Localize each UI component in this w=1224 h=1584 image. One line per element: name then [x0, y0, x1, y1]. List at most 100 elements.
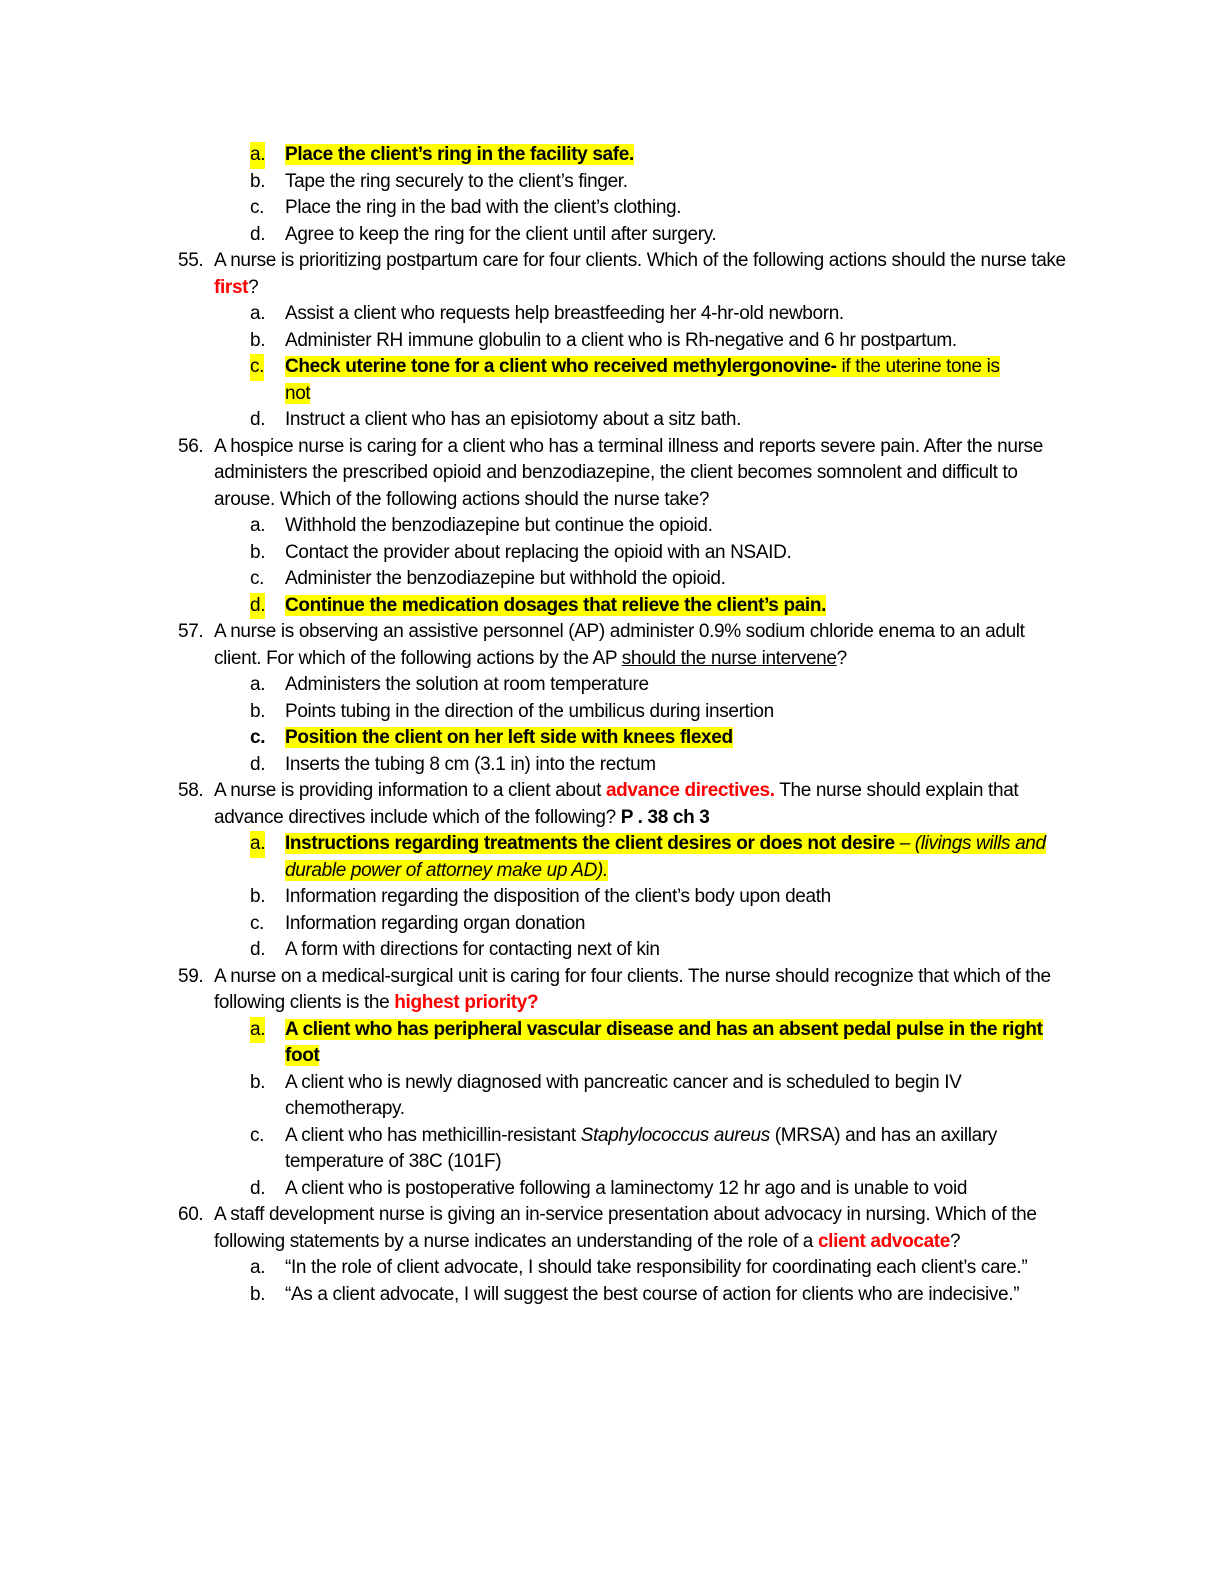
option-letter: a. [250, 674, 266, 695]
option-text: Points tubing in the direction of the um… [285, 700, 774, 722]
stem-emphasis: client advocate [817, 1230, 950, 1252]
q56-option-d: d. Continue the medication dosages that … [0, 592, 1224, 619]
q58-option-c: c. Information regarding organ donation [0, 911, 1224, 938]
question-stem-cont: The nurse should explain that advance di… [214, 780, 1019, 828]
option-letter: d. [250, 409, 266, 430]
document-content: a. Place the client’s ring in the facili… [0, 142, 1224, 1308]
question-56: 56. A hospice nurse is caring for a clie… [0, 434, 1224, 514]
q60-option-a: a. “In the role of client advocate, I sh… [0, 1255, 1224, 1282]
page-reference: P . 38 ch 3 [620, 806, 710, 828]
q57-option-b: b. Points tubing in the direction of the… [0, 699, 1224, 726]
q55-option-b: b. Administer RH immune globulin to a cl… [0, 328, 1224, 355]
option-text: Information regarding organ donation [285, 912, 586, 934]
option-text: Administer the benzodiazepine but withho… [285, 568, 726, 589]
option-text: Contact the provider about replacing the… [285, 541, 792, 563]
stem-emphasis: highest priority? [394, 992, 539, 1013]
option-letter: b. [250, 541, 266, 563]
q58-option-a: a. Instructions regarding treatments the… [0, 831, 1224, 884]
option-letter: d. [250, 753, 266, 775]
question-stem: A nurse is prioritizing postpartum care … [214, 250, 1066, 271]
option-letter: c. [250, 727, 266, 748]
option-text: Assist a client who requests help breast… [285, 303, 844, 324]
option-letter: d. [250, 223, 266, 245]
q55-option-a: a. Assist a client who requests help bre… [0, 301, 1224, 328]
option-letter: c. [250, 354, 264, 381]
option-text-correct: Continue the medication dosages that rel… [285, 594, 827, 616]
q56-option-a: a. Withhold the benzodiazepine but conti… [0, 513, 1224, 540]
option-text: A form with directions for contacting ne… [285, 939, 660, 960]
question-stem: A hospice nurse is caring for a client w… [214, 435, 1043, 510]
option-letter: a. [250, 831, 266, 858]
q56-option-b: b. Contact the provider about replacing … [0, 540, 1224, 567]
option-text-correct: Check uterine tone for a client who rece… [285, 356, 837, 377]
stem-underlined: should the nurse intervene [621, 647, 837, 669]
option-text: Agree to keep the ring for the client un… [285, 223, 717, 245]
option-letter: c. [250, 912, 265, 934]
option-letter: d. [250, 1177, 266, 1199]
option-letter: a. [250, 515, 266, 536]
option-text-correct: Place the client’s ring in the facility … [285, 144, 634, 165]
option-letter: c. [250, 568, 265, 589]
option-letter: a. [250, 1016, 266, 1043]
option-note: if the uterine tone is [836, 356, 1000, 377]
question-58: 58. A nurse is providing information to … [0, 778, 1224, 831]
option-text-correct: Instructions regarding treatments the cl… [285, 833, 895, 854]
option-text: Withhold the benzodiazepine but continue… [285, 515, 713, 536]
question-stem: A staff development nurse is giving an i… [214, 1204, 1037, 1252]
option-text: Information regarding the disposition of… [285, 886, 831, 907]
question-number: 58. [178, 780, 204, 801]
option-text: A client who is newly diagnosed with pan… [285, 1071, 962, 1120]
stem-emphasis: advance directives. [605, 780, 775, 801]
option-letter: a. [250, 303, 266, 324]
q60-option-b: b. “As a client advocate, I will suggest… [0, 1282, 1224, 1309]
question-number: 60. [178, 1204, 204, 1225]
q58-option-b: b. Information regarding the disposition… [0, 884, 1224, 911]
option-text-end: (MRSA) and has an axillary temperature o… [285, 1124, 997, 1173]
option-text: A client who is postoperative following … [285, 1177, 968, 1199]
option-letter: a. [250, 1257, 266, 1278]
option-letter: b. [250, 329, 266, 351]
option-letter: a. [250, 142, 266, 169]
option-letter: b. [250, 886, 266, 907]
question-number: 55. [178, 250, 204, 271]
option-text: Administers the solution at room tempera… [285, 674, 649, 695]
question-stem: A nurse is observing an assistive person… [214, 621, 1025, 669]
stem-emphasis: first [214, 276, 249, 298]
option-text: “In the role of client advocate, I shoul… [285, 1257, 1028, 1278]
option-text-correct: Position the client on her left side wit… [285, 727, 733, 748]
question-59: 59. A nurse on a medical-surgical unit i… [0, 964, 1224, 1017]
question-57: 57. A nurse is observing an assistive pe… [0, 619, 1224, 672]
option-text: “As a client advocate, I will suggest th… [285, 1283, 1020, 1305]
question-stem-end: ? [950, 1230, 961, 1252]
q54-option-b: b. Tape the ring securely to the client’… [0, 169, 1224, 196]
q57-option-d: d. Inserts the tubing 8 cm (3.1 in) into… [0, 752, 1224, 779]
q56-option-c: c. Administer the benzodiazepine but wit… [0, 566, 1224, 593]
option-letter: b. [250, 1071, 266, 1093]
option-text: Place the ring in the bad with the clien… [285, 197, 682, 218]
question-55: 55. A nurse is prioritizing postpartum c… [0, 248, 1224, 301]
option-letter: d. [250, 592, 266, 619]
option-letter: c. [250, 1124, 265, 1146]
q54-option-c: c. Place the ring in the bad with the cl… [0, 195, 1224, 222]
q58-option-d: d. A form with directions for contacting… [0, 937, 1224, 964]
question-number: 59. [178, 965, 204, 987]
option-letter: c. [250, 197, 265, 218]
option-letter: d. [250, 939, 266, 960]
option-text-italic: Staphylococcus aureus [580, 1124, 770, 1146]
q59-option-b: b. A client who is newly diagnosed with … [0, 1070, 1224, 1123]
option-text: Instruct a client who has an episiotomy … [285, 409, 742, 430]
q55-option-c: c. Check uterine tone for a client who r… [0, 354, 1224, 407]
question-number: 56. [178, 435, 204, 457]
option-text: Administer RH immune globulin to a clien… [285, 329, 957, 351]
q57-option-c: c. Position the client on her left side … [0, 725, 1224, 752]
question-stem: A nurse is providing information to a cl… [214, 780, 606, 801]
option-text: Inserts the tubing 8 cm (3.1 in) into th… [285, 753, 656, 775]
option-note-cont: not [285, 382, 311, 404]
q57-option-a: a. Administers the solution at room temp… [0, 672, 1224, 699]
option-text: A client who has methicillin-resistant [285, 1124, 581, 1146]
question-60: 60. A staff development nurse is giving … [0, 1202, 1224, 1255]
option-letter: b. [250, 170, 266, 192]
option-letter: b. [250, 700, 266, 722]
option-text: Tape the ring securely to the client’s f… [285, 170, 628, 192]
